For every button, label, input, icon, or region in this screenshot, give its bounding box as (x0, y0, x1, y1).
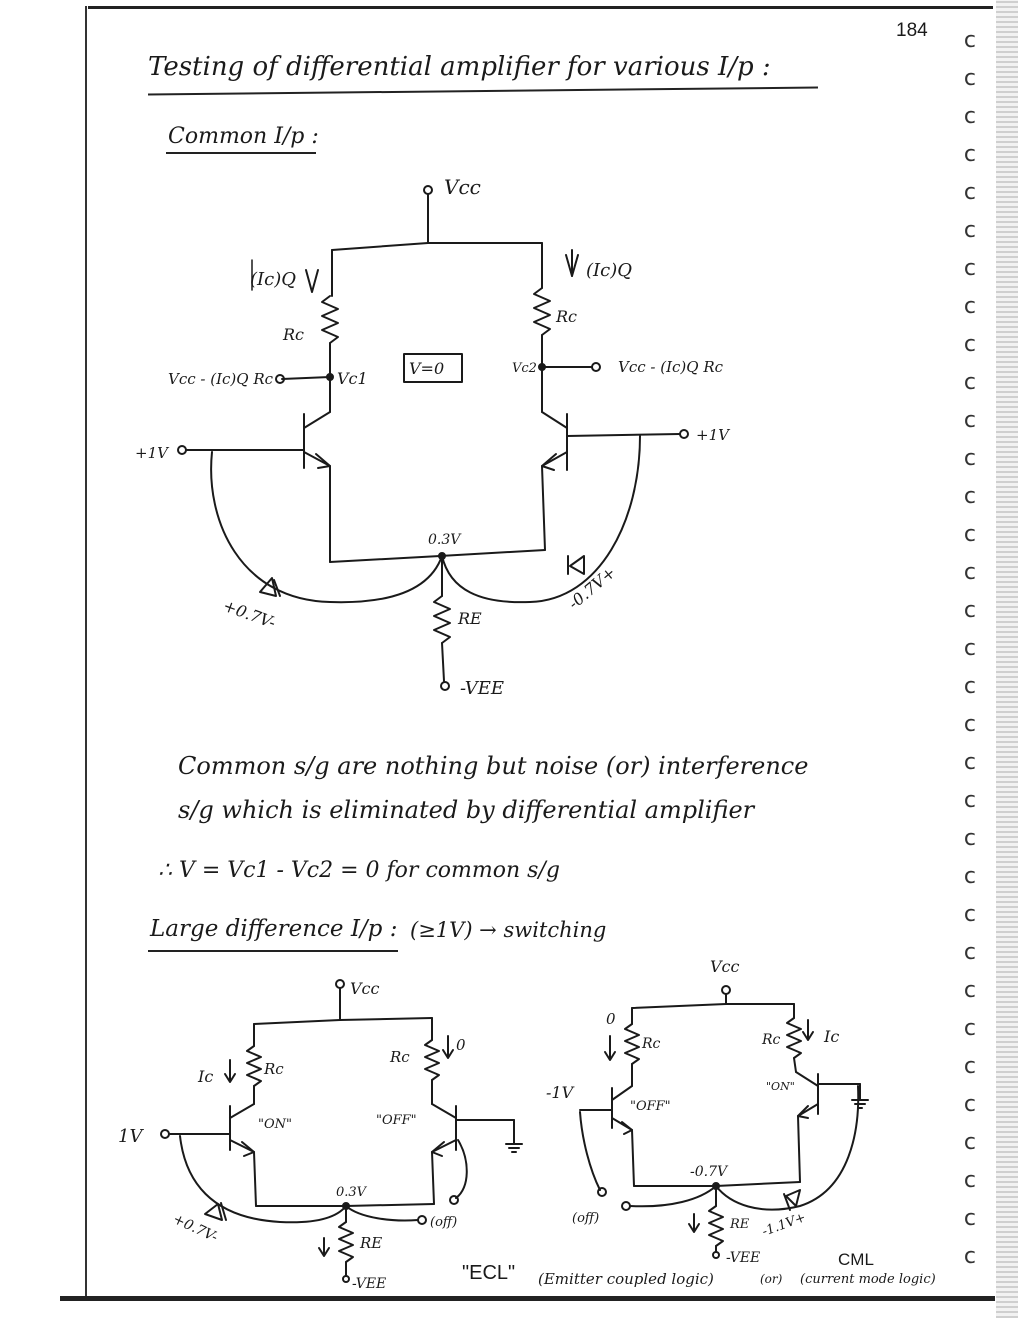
ecl-full-label: (Emitter coupled logic) (538, 1270, 714, 1288)
transistor-right (541, 411, 689, 471)
page-border-top (88, 6, 993, 9)
ecl-label: "ECL" (462, 1262, 516, 1284)
circuit1-labels: Vcc (Ic)Q (Ic)Q Rc Rc Vc1 Vc2 Vcc - (Ic)… (135, 175, 731, 699)
c3-on-label: "ON" (766, 1080, 795, 1093)
c1-ic-right-label: (Ic)Q (586, 260, 632, 281)
c2-emitter-voltage: 0.3V (336, 1185, 368, 1200)
note-line-1: Common s/g are nothing but noise (or) in… (178, 752, 809, 780)
c2-re-label: RE (359, 1234, 382, 1252)
diode-left (259, 577, 281, 597)
circuit3-labels: Vcc 0 Rc Rc Ic -1V "OFF" "ON" -0.7V (off… (546, 957, 839, 1266)
c3-vcc-label: Vcc (710, 957, 740, 976)
c1-vc2-label: Vc2 (512, 361, 537, 376)
c3-ic-label: Ic (823, 1027, 839, 1046)
c2-on-label: "ON" (258, 1117, 292, 1132)
circuit-large-diff-left (160, 979, 523, 1283)
c1-rc-right-label: Rc (555, 307, 577, 326)
c1-v-box-label: V=0 (409, 359, 444, 378)
c1-in-right-label: +1V (696, 426, 731, 444)
v-equals-zero-box (403, 353, 463, 383)
equation-line: ∴ V = Vc1 - Vc2 = 0 for common s/g (158, 858, 560, 883)
circuit-large-diff-right (579, 985, 869, 1259)
circuit-common-input (177, 185, 689, 691)
c1-vcc-label: Vcc (444, 175, 481, 199)
c2-vcc-label: Vcc (350, 979, 380, 998)
c3-off-label: "OFF" (630, 1099, 671, 1114)
c3-rc-right-label: Rc (761, 1032, 781, 1048)
c2-off-output-label: (off) (430, 1215, 457, 1230)
section-large-extra: (≥1V) → switching (410, 918, 607, 942)
diode-loop-right (441, 435, 641, 604)
diode-right (567, 555, 585, 575)
re-resistor (433, 595, 451, 644)
rc-left-resistor (321, 295, 339, 344)
cml-full-label: (current mode logic) (800, 1272, 936, 1287)
c3-vee-label: -VEE (726, 1250, 760, 1266)
c1-vc1-label: Vc1 (337, 369, 368, 388)
section-large-heading: Large difference I/p : (150, 916, 398, 942)
c1-emitter-voltage: 0.3V (428, 532, 462, 548)
c1-diode-left-label: +0.7V- (221, 596, 279, 632)
c1-diode-right-label: -0.7V+ (564, 563, 619, 613)
page-number: 184 (896, 20, 928, 41)
diode-loop-left (210, 451, 443, 604)
c1-ic-left-label: (Ic)Q (250, 269, 296, 290)
page-border-bottom (60, 1296, 995, 1301)
c3-off-output-label: (off) (572, 1211, 599, 1226)
note-line-2: s/g which is eliminated by differential … (178, 796, 755, 824)
c2-off-label: "OFF" (376, 1113, 417, 1128)
c2-ic-label: Ic (197, 1067, 213, 1086)
c3-rc-left-label: Rc (641, 1036, 661, 1052)
page-title: Testing of differential amplifier for va… (148, 52, 771, 82)
c3-re-label: RE (729, 1217, 750, 1232)
c1-out-right-label: Vcc - (Ic)Q Rc (618, 358, 724, 376)
cml-label: CML (838, 1250, 874, 1269)
section-large-underline (148, 950, 398, 952)
page-border-left (85, 6, 87, 1301)
c1-out-left-label: Vcc - (Ic)Q Rc (168, 370, 274, 388)
c2-rc-left-label: Rc (263, 1060, 284, 1078)
c2-vee-label: -VEE (352, 1276, 386, 1292)
rc-right-resistor (533, 287, 551, 336)
c1-re-label: RE (457, 609, 482, 628)
c2-in-label: 1V (118, 1126, 144, 1147)
section-common-underline (166, 152, 316, 154)
c3-in-label: -1V (546, 1083, 575, 1102)
c3-emitter-voltage: -0.7V (690, 1164, 729, 1180)
c1-rc-left-label: Rc (282, 325, 304, 344)
c1-vee-label: -VEE (460, 678, 504, 699)
circuit2-labels: Vcc Ic Rc Rc 0 "ON" "OFF" 1V 0.3V +0.7V-… (118, 979, 466, 1292)
c1-in-left-label: +1V (135, 444, 170, 462)
c2-rc-right-label: Rc (389, 1048, 410, 1066)
section-common-heading: Common I/p : (168, 124, 319, 149)
c3-zero-label: 0 (606, 1010, 616, 1028)
c3-diode-label: -1.1V+ (760, 1210, 808, 1240)
or-label: (or) (760, 1272, 783, 1286)
transistor-left (177, 411, 331, 469)
c2-zero-label: 0 (456, 1036, 466, 1054)
vcc-terminal-1 (423, 185, 433, 195)
binder-edge (996, 0, 1018, 1318)
